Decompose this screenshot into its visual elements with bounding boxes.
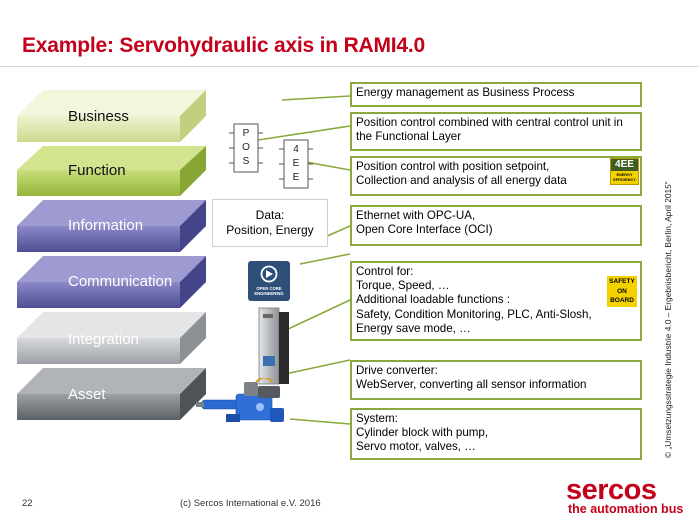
box-text: Drive converter: — [356, 364, 438, 377]
layer-integration-slab — [17, 312, 206, 364]
box-text: Additional loadable functions : — [356, 293, 511, 307]
box-text: Control for: — [356, 265, 414, 278]
4ee-letter: 4 — [293, 144, 299, 155]
box-text: Position control combined with central c… — [356, 116, 623, 129]
page-title: Example: Servohydraulic axis in RAMI4.0 — [22, 34, 426, 57]
box-asset-description: System: Cylinder block with pump, Servo … — [350, 408, 642, 460]
data-box-value: Position, Energy — [226, 223, 314, 237]
layer-label-communication: Communication — [68, 273, 173, 290]
data-box-title: Data: — [255, 208, 285, 222]
function-block-outline — [229, 123, 263, 173]
box-text: System: — [356, 412, 398, 425]
layer-label-business: Business — [68, 108, 129, 125]
copyright-notice: (c) Sercos International e.V. 2016 — [180, 498, 321, 509]
4ee-badge-sub: ENERGY — [616, 173, 633, 177]
layer-label-integration: Integration — [68, 331, 139, 348]
pos-letter: P — [242, 128, 250, 139]
data-info-box: Data: Position, Energy — [212, 199, 328, 247]
layer-label-function: Function — [68, 162, 126, 179]
box-text: Torque, Speed, … — [356, 279, 450, 293]
box-function-description: Position control combined with central c… — [350, 112, 642, 151]
safety-on-board-badge: SAFETY ON BOARD — [607, 276, 637, 307]
drive-converter-device — [258, 307, 289, 385]
safety-badge-line: BOARD — [610, 297, 634, 304]
box-text: Collection and analysis of all energy da… — [356, 174, 567, 188]
box-text: WebServer, converting all sensor informa… — [356, 378, 587, 392]
layer-information-slab — [17, 200, 206, 252]
layer-label-asset: Asset — [68, 386, 106, 403]
box-text: Servo motor, valves, … — [356, 440, 476, 454]
4ee-badge-sub: EFFICIENCY — [613, 177, 636, 182]
box-text: Energy save mode, … — [356, 321, 471, 335]
box-function-energy-description: Position control with position setpoint,… — [350, 156, 642, 196]
pos-function-block: P O S — [229, 123, 263, 173]
box-text: the Functional Layer — [356, 130, 462, 144]
4ee-function-block: 4 E E — [279, 139, 313, 189]
layer-business-slab — [17, 90, 206, 142]
safety-badge-line: SAFETY — [609, 278, 635, 285]
box-information-description: Ethernet with OPC-UA, Open Core Interfac… — [350, 205, 642, 246]
box-business-description: Energy management as Business Process — [350, 82, 642, 107]
4ee-energy-efficiency-badge: 4EE ENERGY EFFICIENCY — [610, 158, 639, 185]
pos-letter: S — [242, 156, 250, 167]
title-divider — [0, 66, 699, 67]
box-text: Position control with position setpoint, — [356, 160, 550, 173]
engineering-text: ENGINEERING — [254, 291, 284, 296]
sercos-logo: sercos — [566, 474, 657, 506]
source-citation: © „Umsetzungsstrategie Industrie 4.0 – E… — [663, 181, 673, 458]
box-text: Ethernet with OPC-UA, — [356, 209, 476, 222]
servohydraulic-cylinder-assembly — [196, 378, 284, 422]
4ee-letter: E — [292, 158, 300, 169]
page-number: 22 — [22, 498, 33, 509]
function-block-outline — [279, 139, 313, 189]
box-communication-description: Control for: Torque, Speed, … Additional… — [350, 261, 642, 341]
open-core-engineering-logo: OPEN CORE ENGINEERING — [248, 261, 290, 301]
4ee-letter: E — [292, 172, 300, 183]
pos-letter: O — [242, 142, 250, 153]
layer-function-slab — [17, 146, 206, 196]
layer-communication-slab — [17, 256, 206, 308]
box-integration-description: Drive converter: WebServer, converting a… — [350, 360, 642, 400]
open-core-engineering-icon — [260, 265, 278, 283]
layer-asset-slab — [17, 368, 206, 420]
layer-label-information: Information — [68, 217, 144, 234]
safety-badge-line: ON — [617, 287, 627, 295]
4ee-badge-title: 4EE — [611, 159, 638, 171]
box-text: Energy management as Business Process — [356, 86, 575, 99]
open-core-text: OPEN CORE — [256, 286, 282, 291]
box-text: Cylinder block with pump, — [356, 426, 489, 440]
box-text: Open Core Interface (OCI) — [356, 223, 493, 237]
sercos-tagline: the automation bus — [568, 502, 684, 516]
box-text: Safety, Condition Monitoring, PLC, Anti-… — [356, 307, 592, 321]
